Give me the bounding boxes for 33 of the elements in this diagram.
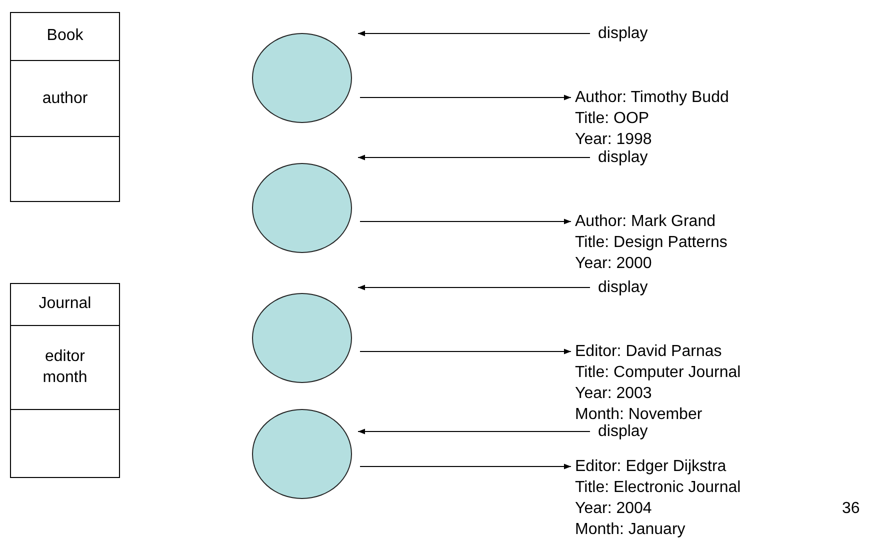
record-line: Title: Design Patterns [575,233,728,253]
record-line: Year: 1998 [575,130,653,150]
class-box [10,283,120,478]
record-line: Title: Computer Journal [575,363,741,383]
arrow [360,218,572,224]
attribute-list: editor month [35,346,95,388]
class-name: Book [46,27,84,46]
record-line: Title: OOP [575,109,650,129]
record-line: Title: Electronic Journal [575,478,741,498]
message-text: display [598,422,648,442]
record-line: Year: 2004 [575,499,653,519]
record-line: Month: January [575,520,686,540]
class-box [10,12,120,202]
arrow [358,154,590,160]
page-number: 36 [842,500,860,518]
record-line: Author: Mark Grand [575,212,716,232]
class-name: Journal [38,295,92,314]
message-text: display [598,278,648,298]
arrow [360,464,572,470]
record-line: Month: November [575,405,704,424]
message-text: display [598,24,648,44]
arrow [360,94,572,100]
record-line: Editor: David Parnas [575,342,723,362]
arrow [358,284,590,290]
arrow [358,428,590,434]
message-text: display [598,148,648,168]
record-line: Year: 2000 [575,254,653,274]
arrow [358,30,590,36]
record-line: Editor: Edger Dijkstra [575,457,728,477]
record-line: Author: Timothy Budd [575,88,729,108]
record-line: Year: 2003 [575,384,653,404]
arrow [360,348,572,354]
attribute-list: author [42,88,88,109]
